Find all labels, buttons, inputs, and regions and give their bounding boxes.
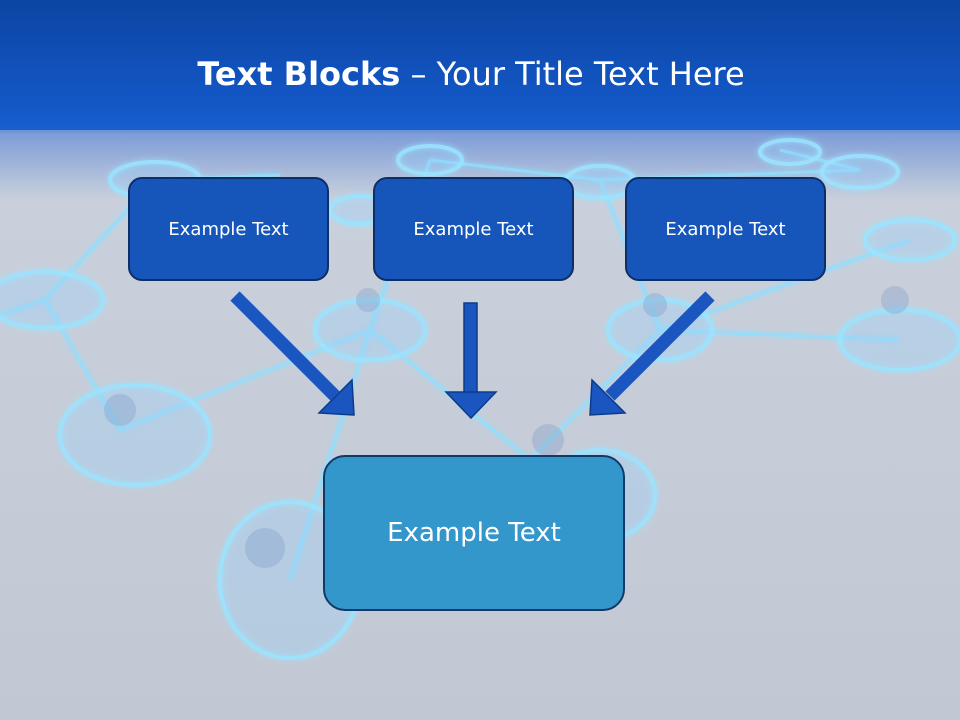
text-block-main[interactable]: Example Text (323, 455, 625, 611)
title-bold: Text Blocks (197, 55, 401, 93)
title-band (0, 0, 960, 130)
text-block-1[interactable]: Example Text (128, 177, 329, 281)
title-separator: – (400, 55, 437, 93)
arrow-center (444, 302, 498, 420)
arrow-left (230, 291, 355, 416)
text-block-3[interactable]: Example Text (625, 177, 826, 281)
text-block-2[interactable]: Example Text (373, 177, 574, 281)
arrow-right (589, 291, 715, 416)
slide-title: Text Blocks – Your Title Text Here (0, 52, 942, 96)
title-rest: Your Title Text Here (436, 55, 745, 93)
